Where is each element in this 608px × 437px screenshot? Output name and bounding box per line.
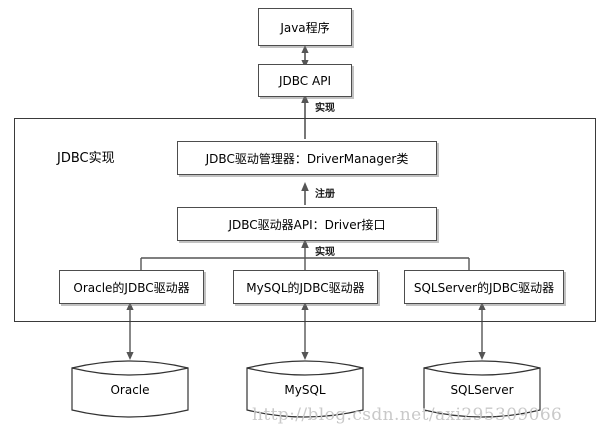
db-label-oracle: Oracle bbox=[110, 383, 150, 397]
node-java-program-label: Java程序 bbox=[280, 20, 330, 35]
node-jdbc-api[interactable]: JDBC API bbox=[258, 64, 352, 97]
node-jdbc-api-label: JDBC API bbox=[279, 73, 331, 88]
db-label-mysql: MySQL bbox=[284, 383, 326, 397]
node-driver-manager[interactable]: JDBC驱动管理器：DriverManager类 bbox=[177, 141, 437, 175]
edge-label-driverapi-to-manager: 注册 bbox=[315, 189, 335, 200]
container-jdbc-implementation bbox=[14, 118, 596, 322]
node-driver-manager-label: JDBC驱动管理器：DriverManager类 bbox=[205, 151, 409, 166]
node-sqlserver-driver[interactable]: SQLServer的JDBC驱动器 bbox=[404, 270, 564, 304]
node-java-program[interactable]: Java程序 bbox=[258, 8, 352, 46]
edge-label-api-to-manager: 实现 bbox=[315, 103, 335, 114]
watermark: http://blog.csdn.net/axi295309066 bbox=[252, 405, 563, 425]
container-jdbc-implementation-label: JDBC实现 bbox=[57, 151, 115, 166]
node-driver-api-label: JDBC驱动器API：Driver接口 bbox=[228, 217, 386, 232]
node-sqlserver-driver-label: SQLServer的JDBC驱动器 bbox=[413, 280, 555, 295]
edge-label-drivers-to-driverapi: 实现 bbox=[315, 247, 335, 258]
node-mysql-driver[interactable]: MySQL的JDBC驱动器 bbox=[233, 270, 378, 304]
db-label-sqlserver: SQLServer bbox=[450, 383, 514, 397]
node-mysql-driver-label: MySQL的JDBC驱动器 bbox=[246, 280, 365, 295]
node-oracle-driver[interactable]: Oracle的JDBC驱动器 bbox=[59, 270, 204, 304]
node-oracle-driver-label: Oracle的JDBC驱动器 bbox=[73, 280, 190, 295]
node-driver-api[interactable]: JDBC驱动器API：Driver接口 bbox=[177, 207, 437, 241]
